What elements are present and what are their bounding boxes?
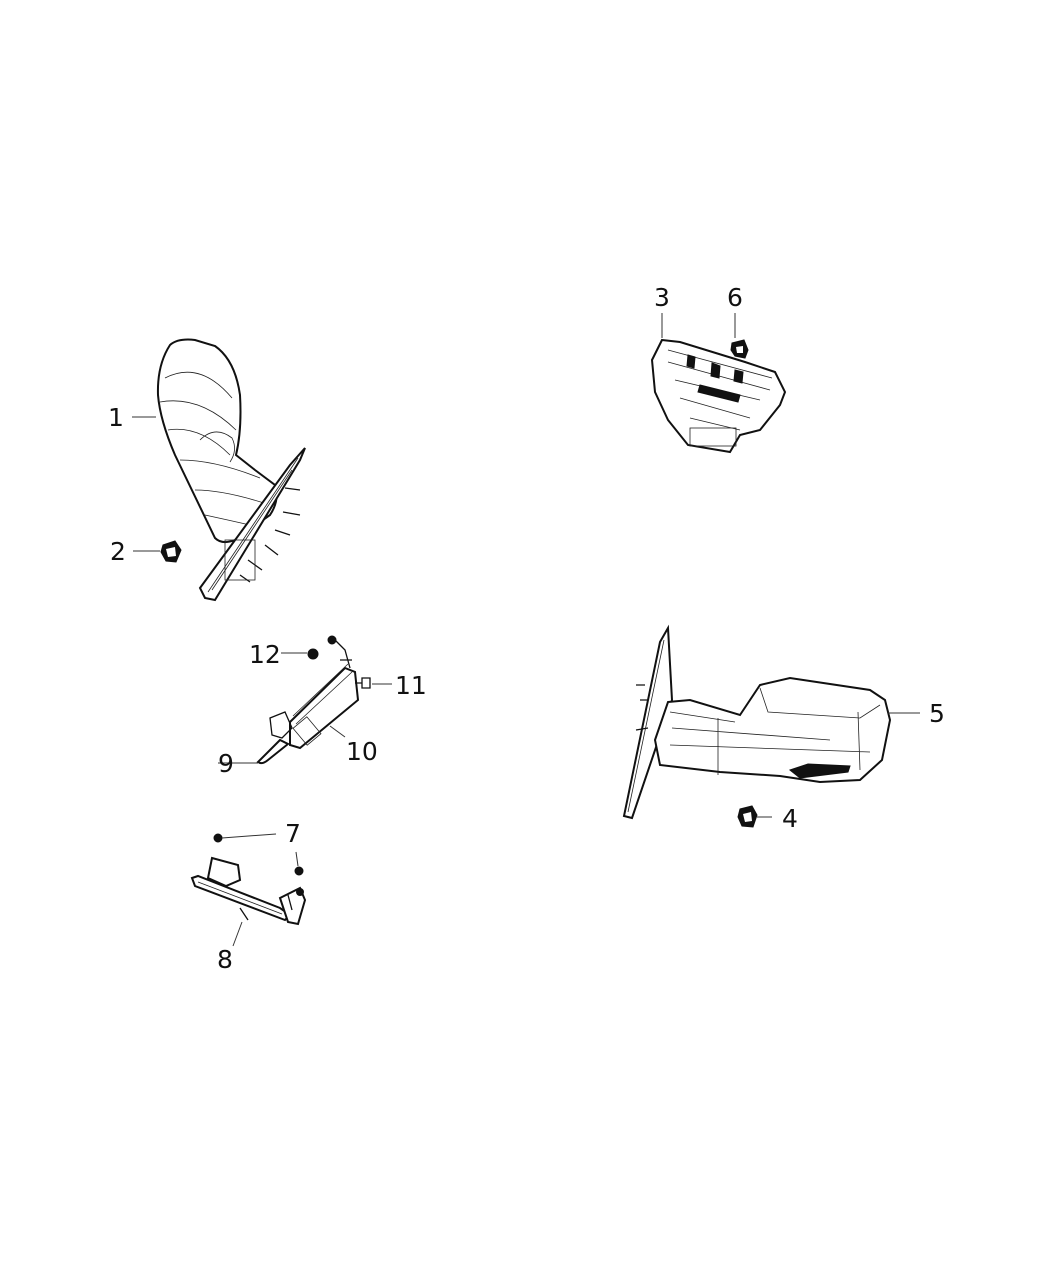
callout-2: 2 [110, 537, 126, 566]
callout-9: 9 [218, 749, 234, 778]
clip-part-4 [737, 805, 758, 828]
camera-module [256, 635, 360, 765]
screw-part-11 [355, 677, 371, 689]
callout-3: 3 [654, 283, 670, 312]
leader-line-7a [221, 833, 277, 839]
callout-11: 11 [395, 671, 427, 700]
leader-line-7b [295, 851, 299, 867]
bracket-part-8 [190, 833, 307, 926]
clip-part-6 [730, 339, 749, 359]
callout-4: 4 [782, 804, 798, 833]
leader-line-8 [232, 921, 243, 947]
leader-line-10 [329, 725, 346, 738]
callout-1: 1 [108, 403, 124, 432]
right-mirror-assembly [622, 624, 892, 820]
clip-part-2 [160, 540, 182, 563]
callout-5: 5 [929, 699, 945, 728]
callout-7: 7 [285, 819, 301, 848]
callout-8: 8 [217, 945, 233, 974]
mirror-housing-base [650, 338, 787, 454]
nut-part-12 [307, 648, 319, 660]
callout-12: 12 [249, 640, 281, 669]
left-mirror-assembly [156, 338, 306, 602]
callout-10: 10 [346, 737, 378, 766]
callout-6: 6 [727, 283, 743, 312]
